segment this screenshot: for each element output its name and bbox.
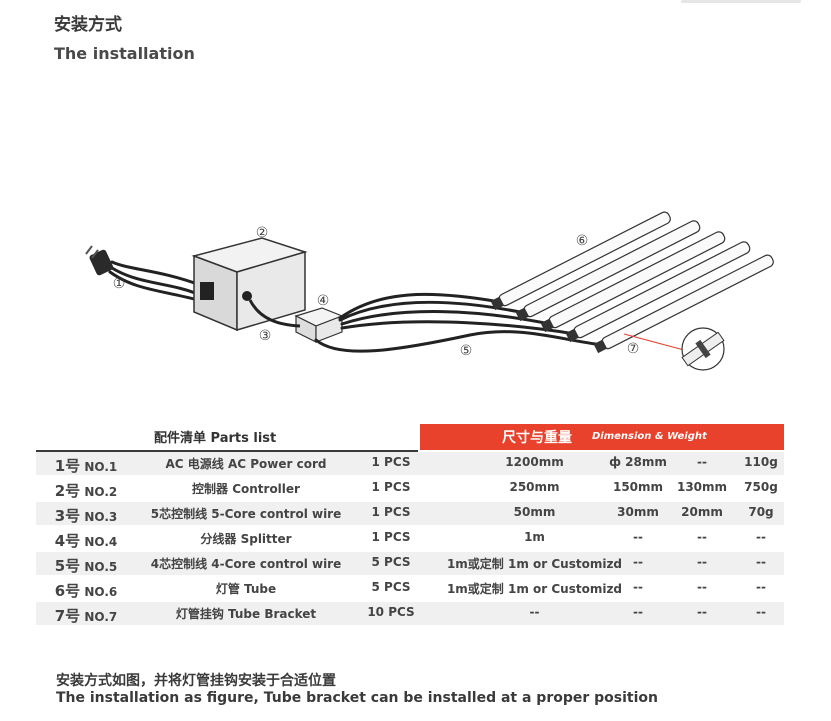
- part-dim-1: 30mm: [617, 505, 659, 519]
- label-6: ⑥: [576, 233, 589, 249]
- table-row: 3号 NO.3 5芯控制线 5-Core control wire 1 PCS …: [36, 502, 784, 525]
- label-2: ②: [256, 225, 269, 241]
- part-dim-2: 130mm: [676, 480, 728, 494]
- part-qty: 5 PCS: [371, 580, 411, 594]
- part-number: 4号 NO.4: [54, 532, 118, 550]
- table-row: 4号 NO.4 分线器 Splitter 1 PCS 1m -- -- --: [36, 527, 784, 550]
- part-dim-1: --: [633, 555, 643, 569]
- part-qty: 1 PCS: [371, 455, 411, 469]
- parts-list-header: 配件清单 Parts list: [36, 424, 418, 452]
- part-name: 分线器 Splitter: [200, 532, 292, 546]
- table-row: 5号 NO.5 4芯控制线 4-Core control wire 5 PCS …: [36, 552, 784, 575]
- part-number: 6号 NO.6: [54, 582, 118, 600]
- part-dim-2: --: [697, 555, 707, 569]
- part-weight: 70g: [748, 505, 774, 519]
- part-dim-1: 150mm: [612, 480, 664, 494]
- part-number: 5号 NO.5: [54, 557, 118, 575]
- part-dim-1: --: [633, 530, 643, 544]
- part-number: 3号 NO.3: [54, 507, 118, 525]
- installation-note-en: The installation as figure, Tube bracket…: [56, 690, 658, 706]
- part-size: 250mm: [509, 480, 560, 494]
- installation-note-cn: 安装方式如图，并将灯管挂钩安装于合适位置: [56, 673, 336, 689]
- table-row: 7号 NO.7 灯管挂钩 Tube Bracket 10 PCS -- -- -…: [36, 602, 784, 625]
- part-name: 灯管挂钩 Tube Bracket: [175, 607, 317, 621]
- part-size: 1m或定制 1m or Customizd: [446, 582, 623, 596]
- power-plug-icon: [85, 245, 114, 276]
- tube-bracket-detail: [681, 327, 725, 371]
- part-size: 50mm: [513, 505, 556, 519]
- part-weight: --: [756, 580, 766, 594]
- splitter: [294, 307, 344, 343]
- part-qty: 10 PCS: [367, 605, 415, 619]
- page-title-en: The installation: [54, 44, 195, 63]
- table-row: 1号 NO.1 AC 电源线 AC Power cord 1 PCS 1200m…: [36, 452, 784, 475]
- part-name: AC 电源线 AC Power cord: [165, 457, 327, 471]
- label-7: ⑦: [627, 341, 640, 357]
- part-dim-1: --: [633, 605, 643, 619]
- label-5: ⑤: [460, 343, 473, 359]
- dimension-title-cn: 尺寸与重量: [502, 430, 572, 446]
- part-weight: --: [756, 605, 766, 619]
- part-dim-2: --: [697, 580, 707, 594]
- parts-list-title: 配件清单 Parts list: [154, 431, 277, 446]
- part-dim-2: --: [697, 455, 707, 469]
- table-row: 6号 NO.6 灯管 Tube 5 PCS 1m或定制 1m or Custom…: [36, 577, 784, 600]
- table-row: 2号 NO.2 控制器 Controller 1 PCS 250mm 150mm…: [36, 477, 784, 500]
- part-qty: 1 PCS: [371, 480, 411, 494]
- installation-diagram: ① ② ③ ④ ⑤ ⑥ ⑦: [85, 211, 774, 371]
- dimension-title-en: Dimension & Weight: [592, 431, 707, 442]
- part-weight: 110g: [744, 455, 778, 469]
- part-size: 1200mm: [505, 455, 564, 469]
- part-name: 控制器 Controller: [192, 482, 300, 496]
- controller-box: [191, 237, 308, 332]
- part-weight: --: [756, 530, 766, 544]
- part-qty: 1 PCS: [371, 530, 411, 544]
- dimension-header: 尺寸与重量 Dimension & Weight: [420, 424, 784, 450]
- part-number: 7号 NO.7: [54, 607, 118, 625]
- part-dim-1: ф 28mm: [609, 455, 667, 469]
- part-size: --: [529, 605, 540, 619]
- part-dim-2: 20mm: [681, 505, 723, 519]
- label-3: ③: [259, 328, 272, 344]
- part-name: 5芯控制线 5-Core control wire: [150, 507, 342, 521]
- power-cord: [108, 260, 202, 302]
- control-wires-4core: [314, 292, 605, 353]
- part-weight: 750g: [744, 480, 778, 494]
- led-tubes: [490, 211, 774, 354]
- part-size: 1m: [524, 530, 545, 544]
- part-name: 灯管 Tube: [215, 582, 277, 596]
- bracket-callout-line: [623, 333, 685, 351]
- part-number: 1号 NO.1: [54, 457, 118, 475]
- part-dim-1: --: [633, 580, 643, 594]
- label-4: ④: [317, 293, 330, 309]
- part-number: 2号 NO.2: [54, 482, 118, 500]
- part-size: 1m或定制 1m or Customizd: [446, 557, 623, 571]
- part-dim-2: --: [697, 530, 707, 544]
- label-1: ①: [113, 276, 126, 292]
- part-dim-2: --: [697, 605, 707, 619]
- part-qty: 1 PCS: [371, 505, 411, 519]
- part-qty: 5 PCS: [371, 555, 411, 569]
- part-weight: --: [756, 555, 766, 569]
- control-wire-5core: [248, 299, 301, 328]
- page-title-cn: 安装方式: [54, 15, 122, 35]
- top-divider: [681, 0, 801, 3]
- part-name: 4芯控制线 4-Core control wire: [150, 557, 342, 571]
